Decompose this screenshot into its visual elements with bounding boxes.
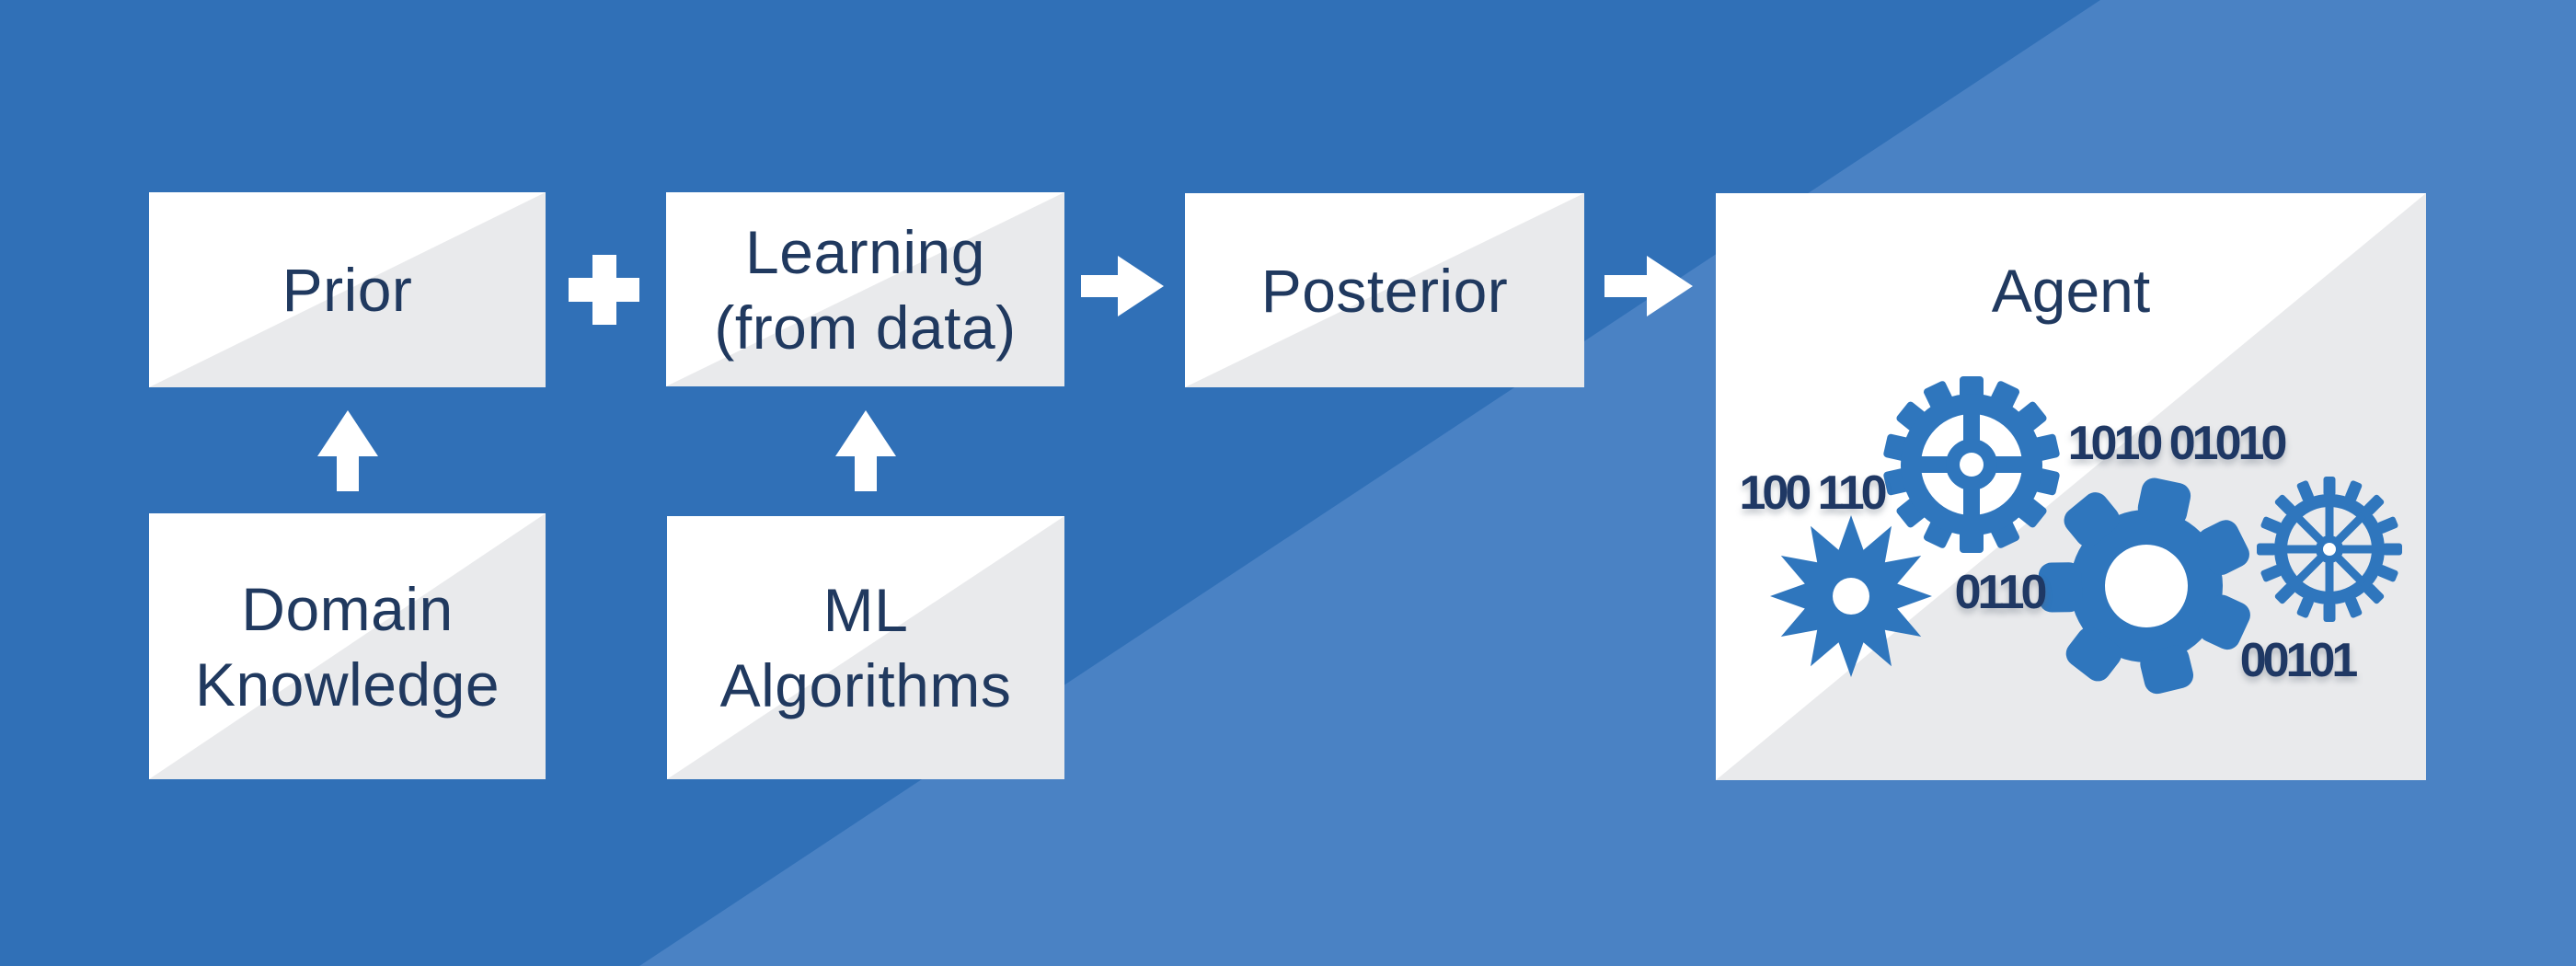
large-gear-icon — [2038, 477, 2250, 695]
arrow-up-icon — [835, 410, 896, 491]
prior-box: Prior — [149, 192, 546, 387]
prior-label-text: Prior — [282, 256, 413, 324]
agent-box: Agent — [1716, 193, 2426, 780]
ml-label-line2: Algorithms — [719, 651, 1012, 719]
agent-label-text: Agent — [1991, 257, 2151, 325]
binary-text-left: 100 110 — [1739, 466, 1887, 520]
binary-text-bottom-right: 00101 — [2239, 634, 2359, 687]
binary-text-top-right: 1010 01010 — [2067, 417, 2288, 470]
domain-knowledge-box: Domain Knowledge — [149, 513, 546, 779]
arrow-right-icon — [1604, 256, 1693, 316]
arrow-right-icon — [1081, 256, 1164, 316]
domain-label-line1: Domain — [241, 574, 454, 643]
plus-icon — [569, 255, 639, 325]
posterior-label: Posterior — [1185, 193, 1584, 387]
learning-label-line2: (from data) — [714, 293, 1017, 362]
agent-label: Agent — [1716, 253, 2426, 328]
learning-label-line1: Learning — [745, 217, 985, 286]
ml-algorithms-box: ML Algorithms — [667, 516, 1064, 779]
learning-label: Learning (from data) — [666, 192, 1064, 386]
posterior-box: Posterior — [1185, 193, 1584, 387]
ml-label-line1: ML — [822, 576, 909, 644]
crosshair-gear-icon — [1883, 376, 2060, 553]
posterior-label-text: Posterior — [1260, 256, 1509, 325]
domain-label-line2: Knowledge — [194, 650, 500, 719]
ml-algorithms-label: ML Algorithms — [667, 516, 1064, 779]
wheel-gear-icon — [2257, 477, 2402, 622]
arrow-up-icon — [317, 410, 378, 491]
spiky-gear-icon — [1770, 515, 1932, 677]
prior-label: Prior — [149, 192, 546, 387]
binary-text-middle: 0110 — [1954, 566, 2048, 619]
learning-box: Learning (from data) — [666, 192, 1064, 386]
domain-knowledge-label: Domain Knowledge — [149, 513, 546, 779]
